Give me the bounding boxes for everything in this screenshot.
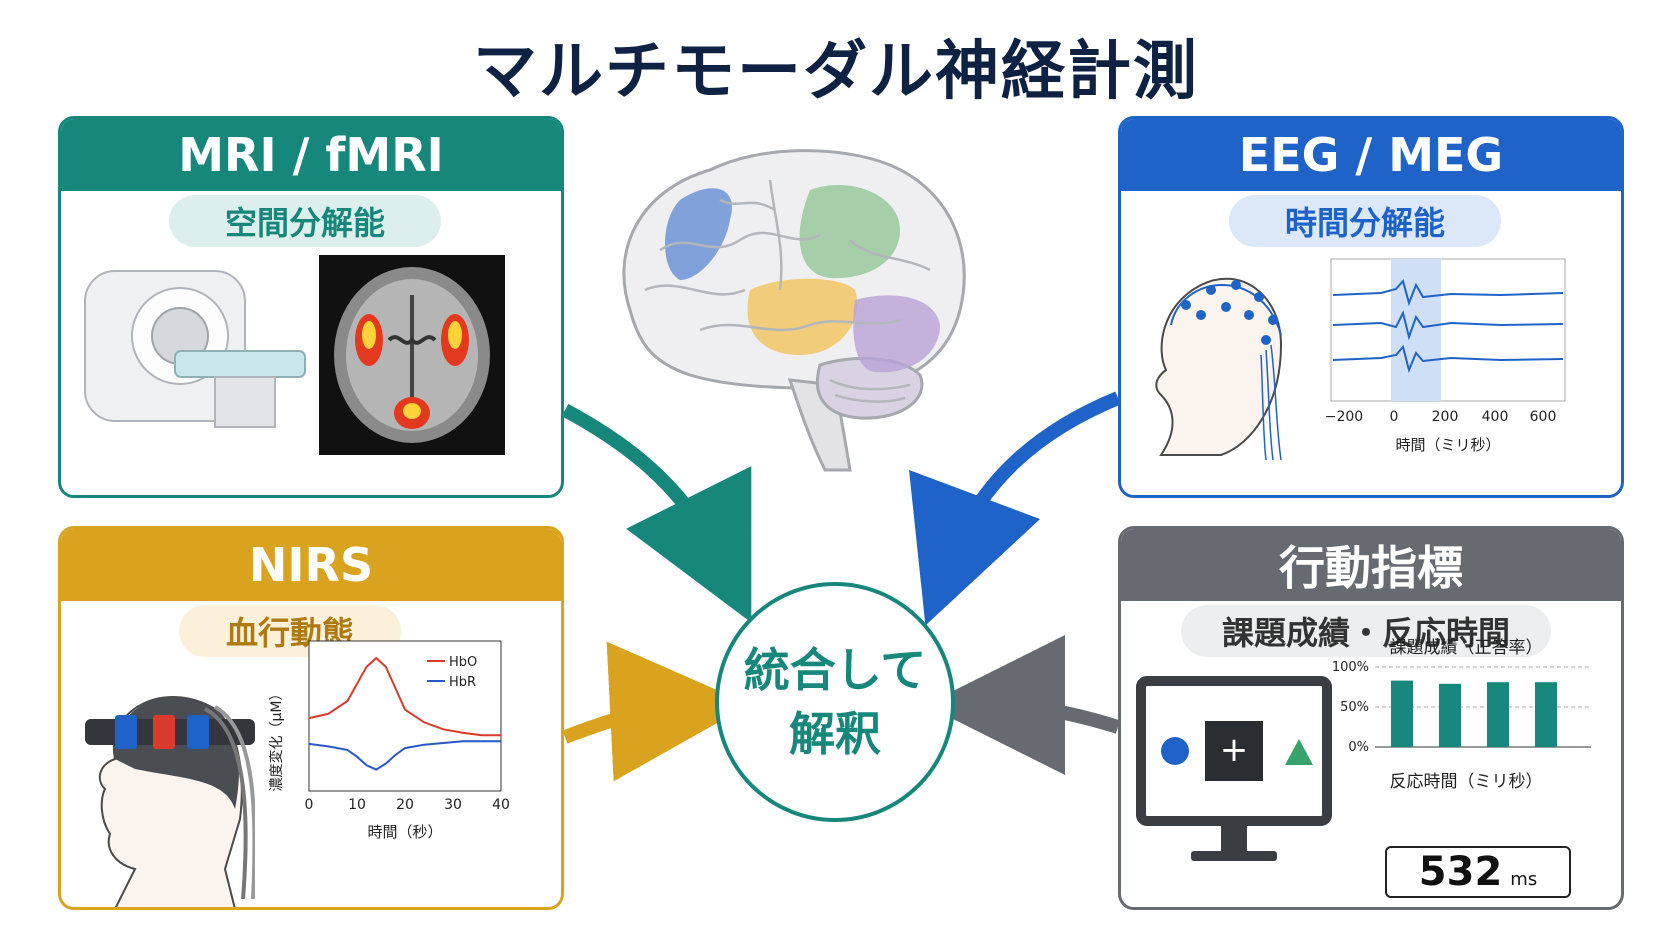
mri-scanner-icon xyxy=(84,270,306,428)
rt-unit: ms xyxy=(1510,869,1538,890)
arrow-nirs xyxy=(562,641,750,782)
eeg-tick-0: −200 xyxy=(1325,409,1363,425)
eeg-tick-2: 200 xyxy=(1432,409,1459,425)
eeg-head-icon xyxy=(1155,277,1283,461)
nirs-header: NIRS xyxy=(61,529,561,601)
acc-tick-0: 0% xyxy=(1348,740,1369,755)
brain-illustration xyxy=(622,149,966,472)
eeg-header: EEG / MEG xyxy=(1121,119,1621,191)
rt-value: 532 xyxy=(1418,849,1503,895)
acc-tick-100: 100% xyxy=(1332,660,1369,675)
triangle-stimulus xyxy=(1285,739,1313,765)
nirs-tick-0: 0 xyxy=(305,797,314,813)
eeg-tick-3: 400 xyxy=(1482,409,1509,425)
eeg-tick-1: 0 xyxy=(1390,409,1399,425)
series-hbo-line xyxy=(308,656,501,737)
nirs-tick-1: 10 xyxy=(348,797,366,813)
eeg-tick-4: 600 xyxy=(1530,409,1557,425)
accuracy-chart: 100% 50% 0% xyxy=(1332,660,1591,755)
nirs-tick-3: 30 xyxy=(444,797,462,813)
mri-header: MRI / fMRI xyxy=(61,119,561,191)
legend-hbr: HbR xyxy=(449,675,476,690)
monitor-icon: + xyxy=(1136,676,1332,861)
fmri-brain-image xyxy=(319,255,505,455)
arrow-behavior xyxy=(925,635,1121,776)
fixation-cross: + xyxy=(1220,730,1249,770)
nirs-panel: NIRS 血行動態 濃度変化（μM） HbO HbR 0 10 20 30 40… xyxy=(58,526,564,910)
behavior-pill: 課題成績・反応時間 xyxy=(1181,605,1551,657)
behavior-header: 行動指標 xyxy=(1121,529,1621,601)
accuracy-bar-4 xyxy=(1535,682,1557,747)
integration-circle: 統合して 解釈 xyxy=(715,582,955,822)
series-hbr-line xyxy=(308,740,501,771)
nirs-tick-2: 20 xyxy=(396,797,414,813)
integration-line1: 統合して xyxy=(743,643,927,697)
nirs-lines xyxy=(308,656,501,771)
arrow-eeg xyxy=(909,391,1121,626)
mri-pill: 空間分解能 xyxy=(169,195,441,247)
eeg-pill: 時間分解能 xyxy=(1229,195,1501,247)
mri-panel: MRI / fMRI 空間分解能 xyxy=(58,116,564,498)
legend-hbo: HbO xyxy=(449,655,477,670)
arrow-mri xyxy=(561,403,752,623)
nirs-ylabel: 濃度変化（μM） xyxy=(268,687,285,792)
acc-tick-50: 50% xyxy=(1340,700,1369,715)
nirs-tick-4: 40 xyxy=(492,797,510,813)
eeg-xlabel: 時間（ミリ秒） xyxy=(1395,436,1500,454)
rt-display: 532 ms xyxy=(1385,846,1571,898)
accuracy-bar-2 xyxy=(1439,683,1461,747)
accuracy-bar-1 xyxy=(1391,680,1413,747)
accuracy-title: 課題成績（正答率） xyxy=(1389,638,1543,658)
rt-label: 反応時間（ミリ秒） xyxy=(1389,772,1543,792)
nirs-head-icon xyxy=(85,696,255,907)
nirs-hemodynamic-chart: 濃度変化（μM） HbO HbR 0 10 20 30 40 時間（秒） xyxy=(268,640,510,841)
accuracy-bar-3 xyxy=(1487,682,1509,747)
nirs-xlabel: 時間（秒） xyxy=(367,823,442,841)
main-title: マルチモーダル神経計測 xyxy=(473,35,1199,109)
integration-line2: 解釈 xyxy=(789,707,881,761)
eeg-waveform-chart: −200 0 200 400 600 時間（ミリ秒） xyxy=(1325,258,1566,454)
circle-stimulus xyxy=(1161,737,1189,765)
eeg-panel: EEG / MEG 時間分解能 −200 0 200 400 600 時間（ミリ… xyxy=(1118,116,1624,498)
